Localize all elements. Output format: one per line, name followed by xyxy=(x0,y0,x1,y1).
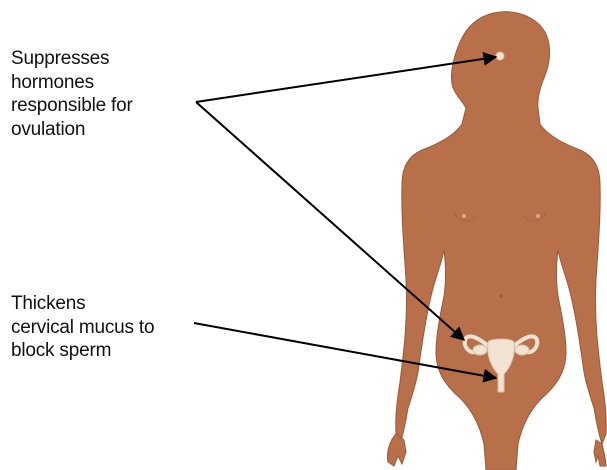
label-line: block sperm xyxy=(11,339,154,363)
left-hand xyxy=(387,434,406,466)
label-line: cervical mucus to xyxy=(11,316,154,340)
hormone-suppression-label: Suppresses hormones responsible for ovul… xyxy=(11,47,133,141)
pituitary-gland-icon xyxy=(496,52,504,60)
nipple-left xyxy=(462,214,466,218)
right-hand xyxy=(594,440,606,466)
female-body-silhouette xyxy=(387,12,606,470)
arrow-to-pituitary xyxy=(196,57,496,102)
label-line: hormones xyxy=(11,71,133,95)
label-line: Suppresses xyxy=(11,47,133,71)
ovary-left xyxy=(473,345,487,355)
label-line: ovulation xyxy=(11,118,133,142)
body-shape xyxy=(396,12,607,470)
label-line: responsible for xyxy=(11,94,133,118)
navel xyxy=(500,295,503,298)
ovary-right xyxy=(515,345,529,355)
cervical-mucus-label: Thickens cervical mucus to block sperm xyxy=(11,292,154,363)
nipple-right xyxy=(536,214,540,218)
label-line: Thickens xyxy=(11,292,154,316)
